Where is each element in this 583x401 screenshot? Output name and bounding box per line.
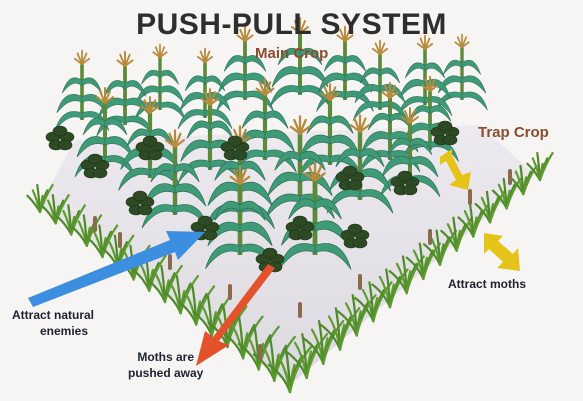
repellent-plant-icon	[46, 126, 74, 150]
maize-plant-icon	[299, 84, 362, 177]
trap-stalk	[298, 302, 302, 318]
diagram-title: PUSH-PULL SYSTEM	[0, 8, 583, 42]
natural-enemies-line-2: enemies	[12, 323, 94, 339]
maize-plant-icon	[398, 36, 452, 116]
trap-stalk	[93, 216, 97, 232]
trap-stalk	[118, 232, 122, 248]
trap-stalk	[358, 274, 362, 290]
moth-arrow-lower	[484, 233, 520, 271]
trap-stalk	[258, 344, 262, 360]
attract-natural-enemies-label: Attract natural enemies	[12, 307, 94, 339]
trap-stalk	[508, 169, 512, 185]
moths-pushed-away-label: Moths are pushed away	[128, 349, 203, 381]
pushed-away-line-2: pushed away	[128, 365, 203, 381]
maize-plant-icon	[178, 49, 232, 129]
main-crop-label: Main Crop	[255, 45, 328, 62]
pushed-away-line-1: Moths are	[128, 349, 203, 365]
maize-plant-icon	[437, 35, 488, 111]
trap-stalk	[228, 284, 232, 300]
maize-plant-icon	[135, 45, 186, 121]
trap-crop-label: Trap Crop	[478, 124, 549, 141]
trap-stalk	[428, 229, 432, 245]
attract-moths-label: Attract moths	[448, 276, 526, 292]
trap-stalk	[468, 189, 472, 205]
maize-plant-icon	[353, 41, 407, 121]
trap-stalk	[168, 254, 172, 270]
natural-enemies-line-1: Attract natural	[12, 307, 94, 323]
